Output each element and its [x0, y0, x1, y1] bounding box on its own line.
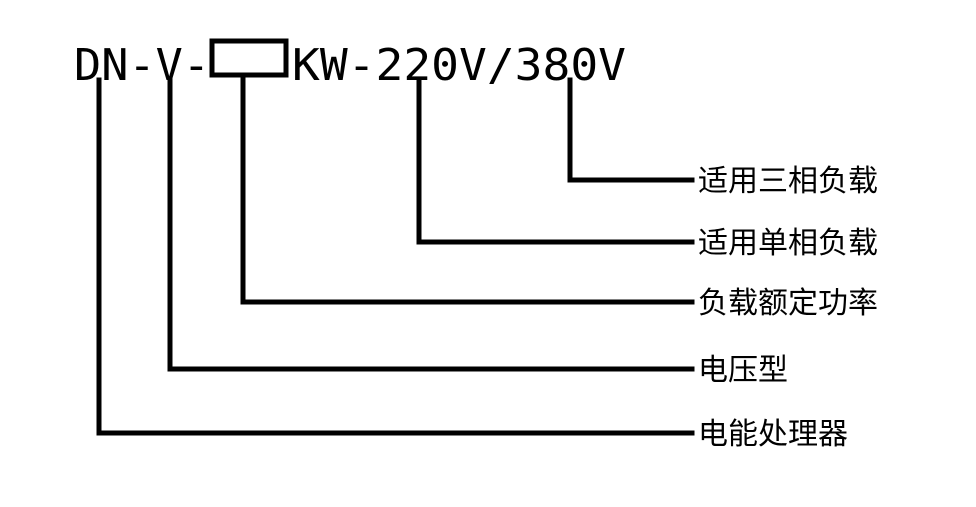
leader-single-phase [416, 77, 695, 245]
label-rated-power: 负载额定功率 [698, 286, 878, 321]
leader-three-phase [567, 77, 695, 183]
leader-rated-power [240, 77, 695, 305]
power-placeholder-box [209, 38, 289, 78]
leader-voltage-type [167, 77, 695, 372]
label-voltage-type: 电压型 [698, 353, 788, 388]
model-code-prefix: DN-V- [74, 40, 210, 91]
model-code-suffix: KW-220V/380V [292, 40, 626, 91]
label-three-phase-load: 适用三相负载 [698, 164, 878, 199]
leader-processor [96, 77, 695, 436]
label-energy-processor: 电能处理器 [698, 417, 848, 452]
label-single-phase-load: 适用单相负载 [698, 226, 878, 261]
